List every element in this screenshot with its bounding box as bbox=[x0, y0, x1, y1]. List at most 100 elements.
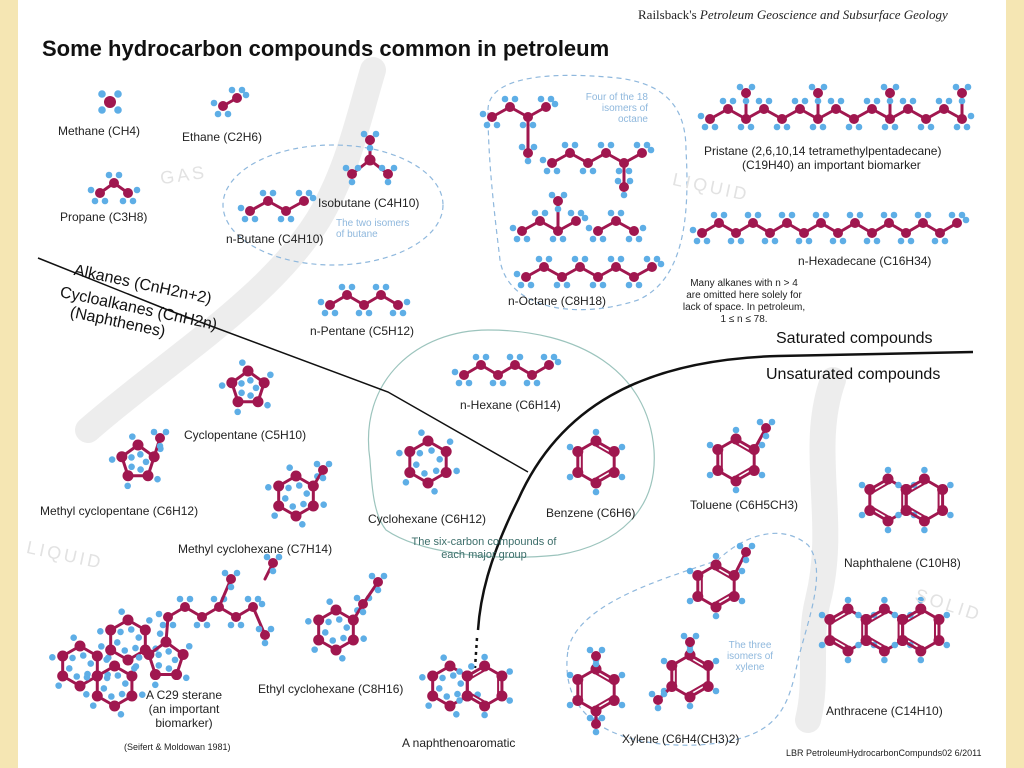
hydrogen-atom bbox=[639, 224, 647, 232]
hydrogen-atom bbox=[560, 191, 568, 199]
hydrogen-atom bbox=[403, 298, 411, 306]
hydrogen-atom bbox=[320, 501, 327, 508]
hydrogen-atom bbox=[210, 595, 218, 603]
hydrogen-atom bbox=[706, 441, 714, 449]
carbon-atom bbox=[553, 196, 563, 206]
carbon-atom bbox=[849, 114, 859, 124]
hydrogen-atom bbox=[881, 656, 888, 664]
carbon-atom bbox=[761, 423, 771, 433]
carbon-atom bbox=[109, 700, 121, 712]
hydrogen-atom bbox=[137, 466, 144, 473]
label-sterane: A C29 sterane (an important biomarker) bbox=[145, 688, 223, 730]
carbon-atom bbox=[723, 104, 733, 114]
hydrogen-atom bbox=[540, 353, 548, 361]
hydrogen-atom bbox=[83, 691, 90, 698]
label-anthracene: Anthracene (C14H10) bbox=[826, 704, 943, 718]
carbon-atom bbox=[608, 467, 620, 478]
carbon-atom bbox=[330, 644, 342, 656]
hydrogen-atom bbox=[535, 255, 543, 263]
hydrogen-atom bbox=[118, 690, 126, 698]
hydrogen-atom bbox=[747, 123, 755, 131]
hydrogen-atom bbox=[481, 653, 488, 661]
hydrogen-atom bbox=[581, 255, 589, 263]
carbon-atom bbox=[427, 690, 439, 702]
hydrogen-atom bbox=[589, 235, 597, 243]
hydrogen-atom bbox=[129, 433, 136, 440]
hydrogen-atom bbox=[947, 481, 954, 489]
hydrogen-atom bbox=[891, 641, 899, 649]
hydrogen-atom bbox=[186, 595, 194, 603]
carbon-atom bbox=[479, 700, 491, 712]
hydrogen-atom bbox=[348, 178, 356, 186]
diagram-sheet: Railsback's Petroleum Geoscience and Sub… bbox=[18, 0, 1006, 768]
hydrogen-atom bbox=[895, 511, 902, 519]
carbon-atom bbox=[393, 300, 403, 310]
hydrogen-atom bbox=[335, 616, 343, 623]
hydrogen-atom bbox=[917, 656, 925, 664]
hydrogen-atom bbox=[269, 567, 277, 575]
hydrogen-atom bbox=[818, 641, 826, 649]
carbon-atom bbox=[126, 670, 138, 682]
carbon-atom bbox=[177, 648, 189, 660]
hydrogen-atom bbox=[142, 458, 150, 466]
carbon-atom bbox=[777, 114, 787, 124]
carbon-atom bbox=[57, 650, 69, 662]
carbon-atom bbox=[359, 300, 369, 310]
hydrogen-atom bbox=[617, 209, 625, 217]
hydrogen-atom bbox=[118, 608, 125, 615]
hydrogen-atom bbox=[295, 482, 303, 489]
hydrogen-atom bbox=[892, 83, 900, 91]
hydrogen-atom bbox=[439, 674, 446, 682]
carbon-atom bbox=[590, 435, 602, 447]
hydrogen-atom bbox=[706, 471, 714, 479]
hydrogen-atom bbox=[171, 656, 179, 664]
hydrogen-atom bbox=[49, 654, 56, 661]
hydrogen-atom bbox=[254, 595, 262, 603]
carbon-atom bbox=[373, 577, 383, 587]
hydrogen-atom bbox=[69, 654, 76, 662]
carbon-atom bbox=[565, 148, 575, 158]
carbon-atom bbox=[299, 196, 309, 206]
carbon-atom bbox=[116, 451, 128, 463]
hydrogen-atom bbox=[325, 460, 333, 468]
hydrogen-atom bbox=[819, 123, 827, 131]
carbon-atom bbox=[799, 228, 809, 238]
hydrogen-atom bbox=[818, 611, 826, 619]
carbon-atom bbox=[572, 674, 584, 685]
hydrogen-atom bbox=[218, 382, 226, 389]
carbon-atom bbox=[860, 635, 872, 646]
carbon-atom bbox=[611, 216, 621, 226]
carbon-atom bbox=[347, 169, 357, 179]
hydrogen-atom bbox=[523, 379, 531, 387]
hydrogen-atom bbox=[553, 167, 561, 175]
hydrogen-atom bbox=[607, 209, 615, 217]
carbon-atom bbox=[572, 446, 584, 457]
hydrogen-atom bbox=[365, 309, 373, 317]
carbon-atom bbox=[882, 473, 894, 485]
hydrogen-atom bbox=[101, 197, 109, 205]
carbon-atom bbox=[232, 396, 244, 408]
carbon-atom bbox=[593, 226, 603, 236]
hydrogen-atom bbox=[169, 621, 177, 629]
carbon-atom bbox=[143, 648, 155, 660]
carbon-atom bbox=[824, 635, 836, 646]
hydrogen-atom bbox=[625, 235, 633, 243]
carbon-atom bbox=[132, 439, 144, 451]
hydrogen-atom bbox=[499, 379, 507, 387]
hydrogen-atom bbox=[967, 112, 975, 120]
hydrogen-atom bbox=[511, 95, 519, 103]
hydrogen-atom bbox=[943, 641, 951, 649]
hydrogen-atom bbox=[855, 611, 862, 619]
hydrogen-atom bbox=[881, 123, 889, 131]
hydrogen-atom bbox=[348, 283, 356, 291]
carbon-atom bbox=[245, 206, 255, 216]
hydrogen-atom bbox=[435, 685, 443, 692]
hydrogen-atom bbox=[479, 110, 487, 118]
hydrogen-atom bbox=[773, 123, 781, 131]
octane-isomers-outline bbox=[487, 74, 688, 311]
hydrogen-atom bbox=[242, 91, 250, 99]
hydrogen-atom bbox=[566, 701, 574, 709]
hydrogen-atom bbox=[449, 672, 457, 679]
hydrogen-atom bbox=[921, 526, 928, 534]
carbon-atom bbox=[952, 218, 962, 228]
